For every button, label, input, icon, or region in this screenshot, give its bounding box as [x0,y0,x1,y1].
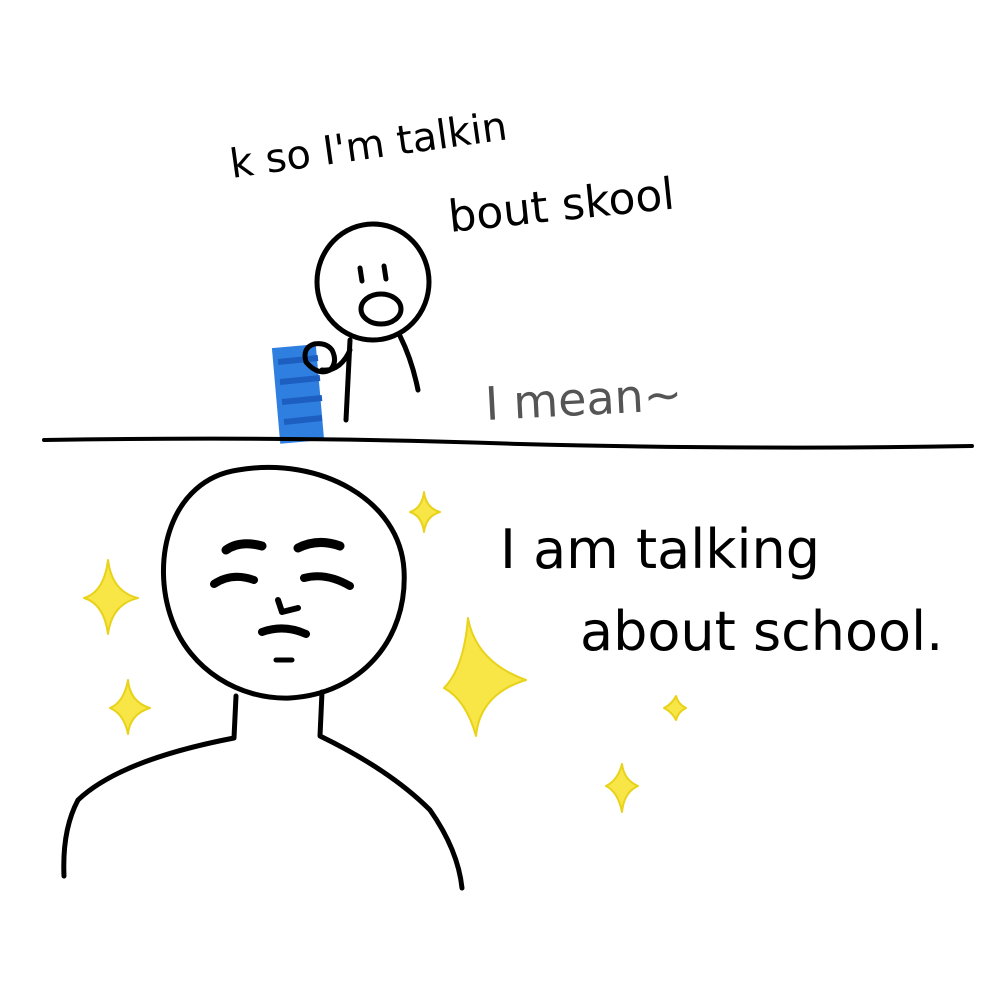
casual-figure-right-eye [381,263,389,282]
bottom-panel: I am talking about school. [61,464,943,891]
casual-figure-open-mouth [358,291,404,327]
casual-stick-figure [271,221,432,444]
blue-book [271,344,325,444]
distinguished-figure-lips [258,624,310,638]
sparkle-icon [409,491,441,533]
bottom-caption-line-2: about school. [580,600,943,663]
sparkles [83,491,687,813]
casual-figure-left-eye [357,265,365,284]
distinguished-figure-half-closed-eyes [210,572,354,590]
top-caption-line-1: k so I'm talkin [227,103,510,187]
blue-book-stripes [277,355,323,425]
distinguished-figure-nose [275,597,301,615]
distinguished-figure-left-shoulder [61,693,239,879]
top-aside-text: I mean~ [484,367,684,431]
casual-figure-head [314,221,432,343]
casual-figure-body [343,337,353,423]
sparkle-icon [109,679,151,735]
large-sparkle-icon [443,617,527,737]
top-caption-line-2: bout skool [446,169,677,243]
casual-figure-hand [302,341,338,375]
top-panel: k so I'm talkin bout skool I mean~ [227,103,684,444]
bottom-caption-line-1: I am talking [500,518,820,581]
distinguished-figure-right-shoulder [317,689,465,891]
casual-figure-right-arm [397,333,421,393]
distinguished-figure-eyebrows [221,538,345,555]
distinguished-figure [61,464,465,891]
sparkle-icon [605,763,639,813]
panel-divider [42,436,974,450]
distinguished-figure-head [160,464,407,701]
sparkle-icon [83,559,139,635]
sparkle-icon [663,695,687,721]
